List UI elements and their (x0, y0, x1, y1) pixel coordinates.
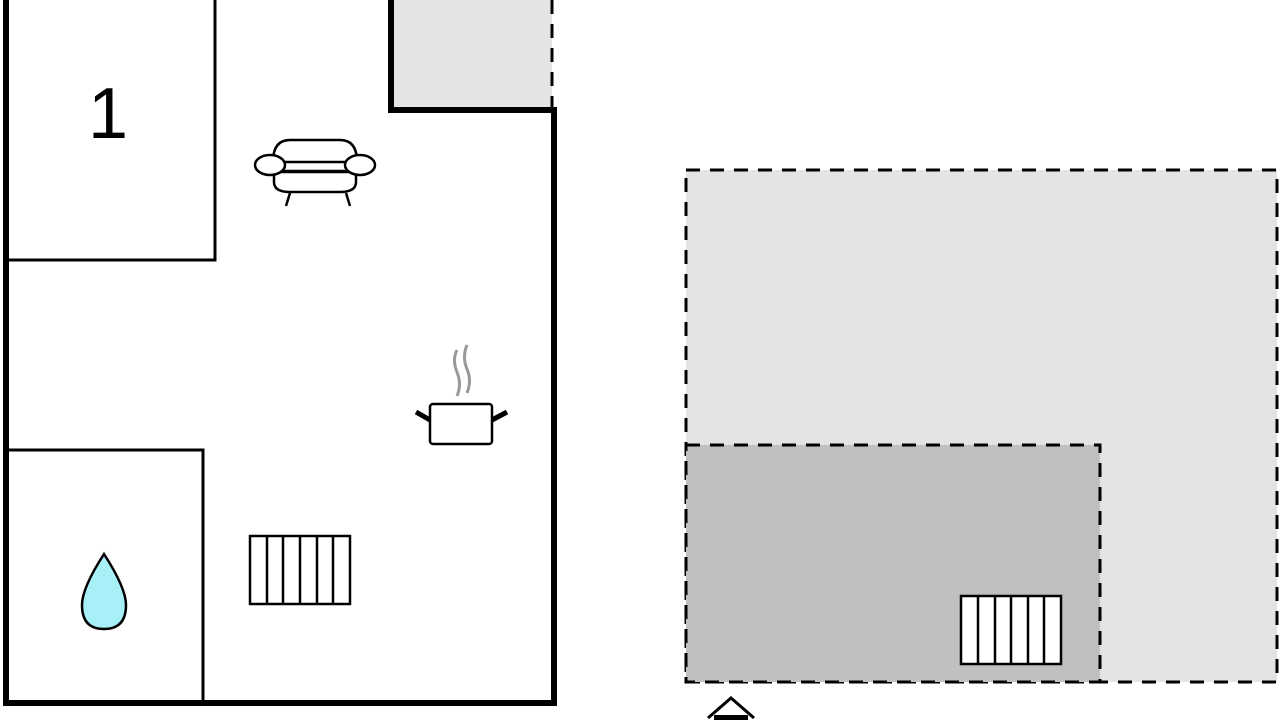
radiator-icon (248, 534, 352, 606)
sofa-icon (253, 138, 377, 207)
balcony-area (392, 0, 552, 109)
water-drop-icon (80, 551, 128, 631)
bathroom (6, 448, 205, 703)
room-label: 1 (88, 74, 128, 154)
bedroom-1 (6, 0, 217, 262)
outer-wall (3, 0, 557, 706)
cooking-pot-icon (414, 344, 509, 446)
entrance-icon (707, 696, 755, 720)
radiator-icon (959, 594, 1063, 666)
